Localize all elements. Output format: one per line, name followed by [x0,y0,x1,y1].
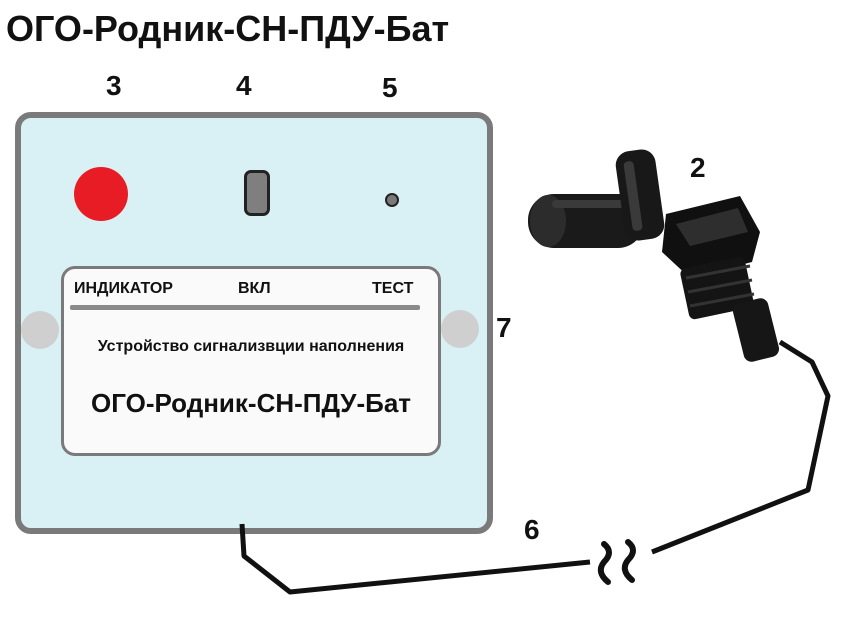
callout-2: 2 [690,152,706,183]
mounting-knob-left [21,311,59,349]
callout-3: 3 [106,70,122,101]
label-test: ТЕСТ [372,280,414,297]
panel-divider [70,305,420,310]
callout-5: 5 [382,72,398,103]
cable-break-icon [597,539,636,585]
float-level-sensor-icon [528,149,780,362]
indicator-led [74,167,128,221]
power-switch[interactable] [244,170,270,216]
mounting-knob-right [441,310,479,348]
callout-4: 4 [236,70,252,101]
label-indicator: ИНДИКАТОР [74,280,173,297]
device-description: Устройство сигнализвции наполнения [97,338,405,355]
test-button[interactable] [385,193,399,207]
cable-segment-left [239,523,591,595]
page-title: ОГО-Родник-СН-ПДУ-Бат [6,8,450,49]
device-model: ОГО-Родник-СН-ПДУ-Бат [90,388,412,418]
cable-segment-right [651,339,831,555]
front-panel [61,266,441,456]
label-on: ВКЛ [238,280,271,297]
callout-6: 6 [524,514,540,545]
callout-7: 7 [496,312,512,343]
